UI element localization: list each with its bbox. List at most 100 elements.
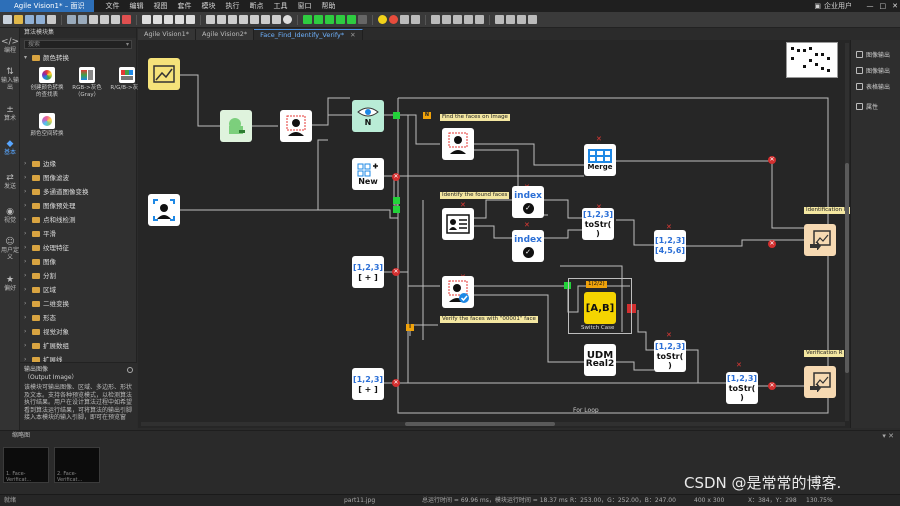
minimize-icon[interactable]: — (866, 2, 874, 10)
zoom-actual-icon[interactable] (272, 15, 281, 24)
bring-front-icon[interactable] (464, 15, 473, 24)
menu-file[interactable]: 文件 (105, 2, 120, 10)
panel-image-output-1[interactable]: 图像输出 (851, 46, 900, 62)
find-faces-note[interactable]: Find the faces on Image (440, 114, 510, 121)
new-array-node[interactable]: New (352, 158, 384, 190)
stop-icon[interactable] (358, 15, 367, 24)
zoom-out-icon[interactable] (250, 15, 259, 24)
help-icon[interactable] (127, 367, 133, 373)
pin-icon[interactable]: ▾ ✕ (882, 432, 894, 440)
layout-v-icon[interactable] (506, 15, 515, 24)
face-template-node[interactable] (148, 194, 180, 226)
menu-suite[interactable]: 套件 (177, 2, 192, 10)
tree-item-image-filter[interactable]: ›图像滤波 (20, 171, 136, 185)
close-icon[interactable]: ✕ (350, 31, 356, 39)
hand-icon[interactable] (186, 15, 195, 24)
save-icon[interactable] (25, 15, 34, 24)
run-icon[interactable] (303, 15, 312, 24)
tree-item-vision-object[interactable]: ›视觉对象 (20, 325, 136, 339)
group-icon[interactable] (442, 15, 451, 24)
rail-io[interactable]: ⇅ 输入输出 (0, 62, 20, 96)
tree-item-ext-array[interactable]: ›扩展数组 (20, 339, 136, 353)
tree-item-ext-line[interactable]: ›扩展线 (20, 353, 136, 367)
panel-image-output-2[interactable]: 图像输出 (851, 62, 900, 78)
zoom-in-icon[interactable] (239, 15, 248, 24)
layout-grid-icon[interactable] (517, 15, 526, 24)
loop-icon[interactable] (336, 15, 345, 24)
loop-input-port[interactable] (393, 197, 400, 204)
tunnel-icon[interactable]: ✕ (768, 240, 776, 248)
merge-node[interactable]: Merge (584, 144, 616, 176)
redo-icon[interactable] (78, 15, 87, 24)
link-icon[interactable] (175, 15, 184, 24)
identify-faces-note[interactable]: Identify the found faces (440, 192, 510, 199)
vertical-scrollbar[interactable] (845, 43, 849, 421)
array-add-node-2[interactable]: [1,2,3] [ + ] (352, 368, 384, 400)
pointer-icon[interactable] (142, 15, 151, 24)
flow-canvas[interactable]: Find the faces on Image Identify the fou… (138, 40, 850, 428)
rail-basic[interactable]: ◆ 基本 (0, 130, 20, 164)
image-source-node[interactable] (148, 58, 180, 90)
region-node[interactable] (220, 110, 252, 142)
layout-h-icon[interactable] (495, 15, 504, 24)
tab-agile-vision2[interactable]: Agile Vision2* (196, 29, 255, 40)
paste-icon[interactable] (111, 15, 120, 24)
tree-item-smooth[interactable]: ›平滑 (20, 227, 136, 241)
tab-face-find[interactable]: Face_Find_Identify_Verify* ✕ (254, 29, 363, 40)
tab-agile-vision1[interactable]: Agile Vision1* (138, 29, 197, 40)
tunnel-icon[interactable]: ✕ (768, 156, 776, 164)
tool-rgb-to-gray[interactable]: RGB->灰色（Gray） (68, 67, 106, 111)
save-all-icon[interactable] (36, 15, 45, 24)
rail-vision[interactable]: ◉ 视觉 (0, 198, 20, 232)
close-icon[interactable]: ✕ (892, 2, 898, 10)
verify-node[interactable] (442, 276, 474, 308)
fit-icon[interactable] (217, 15, 226, 24)
tunnel-icon[interactable]: ✕ (392, 173, 400, 181)
undo-icon[interactable] (67, 15, 76, 24)
run-once-icon[interactable] (314, 15, 323, 24)
search-input[interactable]: 搜索 ▾ (24, 40, 132, 49)
zoom-fit-icon[interactable] (261, 15, 270, 24)
loop-i-port[interactable]: I (406, 324, 414, 331)
index-node-1[interactable]: index ✓ (512, 186, 544, 218)
verification-note[interactable]: Verification R (804, 350, 845, 357)
new-file-icon[interactable] (3, 15, 12, 24)
verification-output-node[interactable] (804, 366, 836, 398)
layout-tile-icon[interactable] (528, 15, 537, 24)
send-back-icon[interactable] (475, 15, 484, 24)
menu-module[interactable]: 模块 (201, 2, 216, 10)
tostr-node-1[interactable]: [1,2,3] toStr( ) (582, 208, 614, 240)
ungroup-icon[interactable] (453, 15, 462, 24)
loop-n-port[interactable]: N (423, 112, 431, 119)
tunnel-icon[interactable]: ✕ (392, 268, 400, 276)
tool-color-lut[interactable]: 创建颜色转换的查找表 (28, 67, 66, 111)
tostr-node-3[interactable]: [1,2,3] toStr( ) (726, 372, 758, 404)
rail-favorites[interactable]: ★ 偏好 (0, 266, 20, 300)
delete-icon[interactable] (122, 15, 131, 24)
udm-real2-node[interactable]: UDM Real2 (584, 344, 616, 376)
tree-item-region[interactable]: ›区域 (20, 283, 136, 297)
scroll-thumb[interactable] (845, 163, 849, 373)
chain-icon[interactable] (411, 15, 420, 24)
breakpoint-icon[interactable] (378, 15, 387, 24)
tree-item-point-line[interactable]: ›点和线检测 (20, 213, 136, 227)
tunnel-icon[interactable]: ✕ (768, 382, 776, 390)
scroll-thumb[interactable] (405, 422, 555, 426)
tree-item-2d-transform[interactable]: ›二维变换 (20, 297, 136, 311)
rail-user-defined[interactable]: ☺ 用户定义 (0, 232, 20, 266)
viewer-node[interactable]: N (352, 100, 384, 132)
menu-view[interactable]: 视图 (153, 2, 168, 10)
horizontal-scrollbar[interactable] (141, 422, 845, 426)
identification-note[interactable]: Identification R (804, 207, 850, 214)
copy-icon[interactable] (100, 15, 109, 24)
thumbnail-2[interactable]: 2. Face-Verificat... (54, 447, 100, 483)
print-icon[interactable] (47, 15, 56, 24)
continue-icon[interactable] (347, 15, 356, 24)
array-add-node-1[interactable]: [1,2,3] [ + ] (352, 256, 384, 288)
tunnel-icon[interactable]: ✕ (392, 379, 400, 387)
menu-help[interactable]: 帮助 (321, 2, 336, 10)
menu-tools[interactable]: 工具 (273, 2, 288, 10)
tree-item-texture[interactable]: ›纹理特征 (20, 241, 136, 255)
rail-programming[interactable]: </> 编程 (0, 28, 20, 62)
text-icon[interactable] (153, 15, 162, 24)
